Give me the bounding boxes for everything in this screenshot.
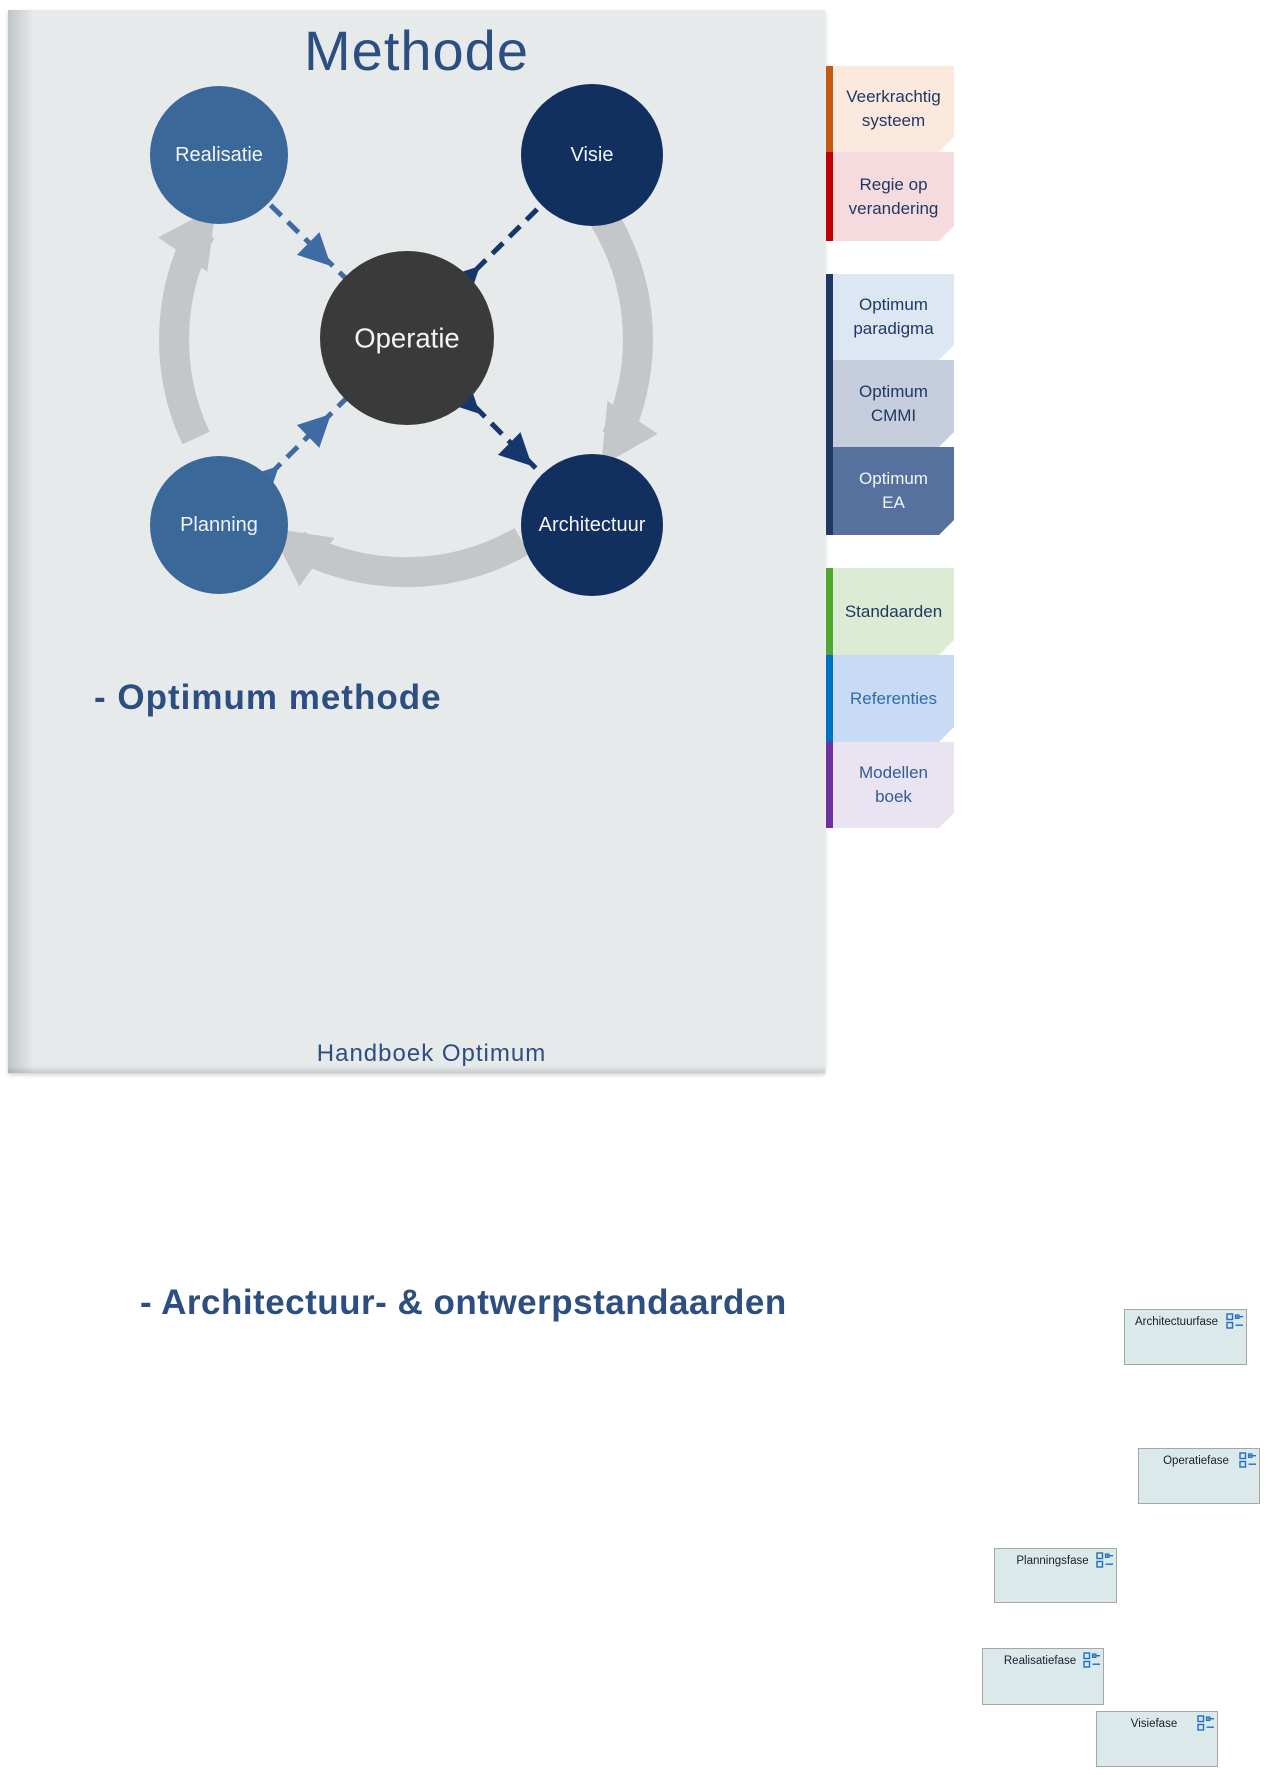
tab-standaarden[interactable]: Standaarden bbox=[826, 568, 954, 655]
tab-color-bar bbox=[826, 742, 833, 828]
tab-color-bar bbox=[826, 447, 833, 535]
element-label: Visiefase bbox=[1130, 1718, 1178, 1730]
element-operatiefase[interactable]: Operatiefase bbox=[1138, 1448, 1260, 1504]
tab-veerkrachtig-systeem[interactable]: Veerkrachtig systeem bbox=[826, 66, 954, 152]
element-label: Realisatiefase bbox=[1003, 1655, 1077, 1667]
tab-regie-op-verandering[interactable]: Regie op verandering bbox=[826, 152, 954, 241]
section-heading: - Architectuur- & ontwerpstandaarden bbox=[140, 1283, 787, 1322]
node-operatie: Operatie bbox=[320, 251, 494, 425]
element-label: Planningsfase bbox=[1016, 1555, 1089, 1567]
node-label: Operatie bbox=[354, 323, 459, 354]
cycle-arrow bbox=[158, 187, 658, 588]
tab-optimum-ea[interactable]: Optimum EA bbox=[826, 447, 954, 535]
view-reference-icon bbox=[1083, 1652, 1100, 1668]
tab-color-bar bbox=[826, 66, 833, 152]
tab-color-bar bbox=[826, 360, 833, 447]
node-label: Visie bbox=[571, 144, 614, 166]
method-cycle-diagram: Realisatie Visie Operatie Planning Archi… bbox=[150, 84, 663, 596]
tab-label: Optimum paradigma bbox=[833, 274, 954, 360]
cycle-arrowhead-up bbox=[158, 207, 216, 272]
tab-color-bar bbox=[826, 274, 833, 360]
view-reference-icon bbox=[1239, 1452, 1256, 1468]
tab-optimum-cmmi[interactable]: Optimum CMMI bbox=[826, 360, 954, 447]
view-reference-icon bbox=[1197, 1715, 1214, 1731]
element-label: Operatiefase bbox=[1163, 1455, 1229, 1467]
node-planning: Planning bbox=[150, 456, 288, 594]
element-realisatiefase[interactable]: Realisatiefase bbox=[982, 1648, 1104, 1705]
cover-subtitle: - Optimum methode bbox=[94, 678, 442, 717]
cover-footer: Handboek Optimum bbox=[316, 1040, 547, 1067]
view-reference-icon bbox=[1226, 1313, 1243, 1329]
tab-label: Standaarden bbox=[833, 568, 954, 655]
tab-label: Veerkrachtig systeem bbox=[833, 66, 954, 152]
node-label: Planning bbox=[180, 514, 258, 536]
tab-optimum-paradigma[interactable]: Optimum paradigma bbox=[826, 274, 954, 360]
handbook-cover: Realisatie Visie Operatie Planning Archi… bbox=[8, 10, 825, 1073]
element-planningsfase[interactable]: Planningsfase bbox=[994, 1548, 1117, 1603]
cover-title: Methode bbox=[304, 19, 529, 82]
tab-color-bar bbox=[826, 655, 833, 742]
element-visiefase[interactable]: Visiefase bbox=[1096, 1711, 1218, 1767]
cycle-arrowhead-down bbox=[601, 401, 658, 466]
node-label: Realisatie bbox=[175, 144, 263, 166]
tab-label: Regie op verandering bbox=[833, 152, 954, 241]
tab-color-bar bbox=[826, 568, 833, 655]
tab-modellen-boek[interactable]: Modellen boek bbox=[826, 742, 954, 828]
tab-label: Referenties bbox=[833, 655, 954, 742]
tab-label: Optimum CMMI bbox=[833, 360, 954, 447]
node-architectuur: Architectuur bbox=[521, 454, 663, 596]
node-realisatie: Realisatie bbox=[150, 86, 288, 224]
node-visie: Visie bbox=[521, 84, 663, 226]
tab-referenties[interactable]: Referenties bbox=[826, 655, 954, 742]
element-label: Architectuurfase bbox=[1134, 1316, 1219, 1328]
view-reference-icon bbox=[1096, 1552, 1113, 1568]
element-architectuurfase[interactable]: Architectuurfase bbox=[1124, 1309, 1247, 1365]
tab-label: Optimum EA bbox=[833, 447, 954, 535]
node-label: Architectuur bbox=[539, 514, 646, 536]
tab-color-bar bbox=[826, 152, 833, 241]
tab-label: Modellen boek bbox=[833, 742, 954, 828]
cycle-arrowhead-left bbox=[270, 528, 335, 587]
